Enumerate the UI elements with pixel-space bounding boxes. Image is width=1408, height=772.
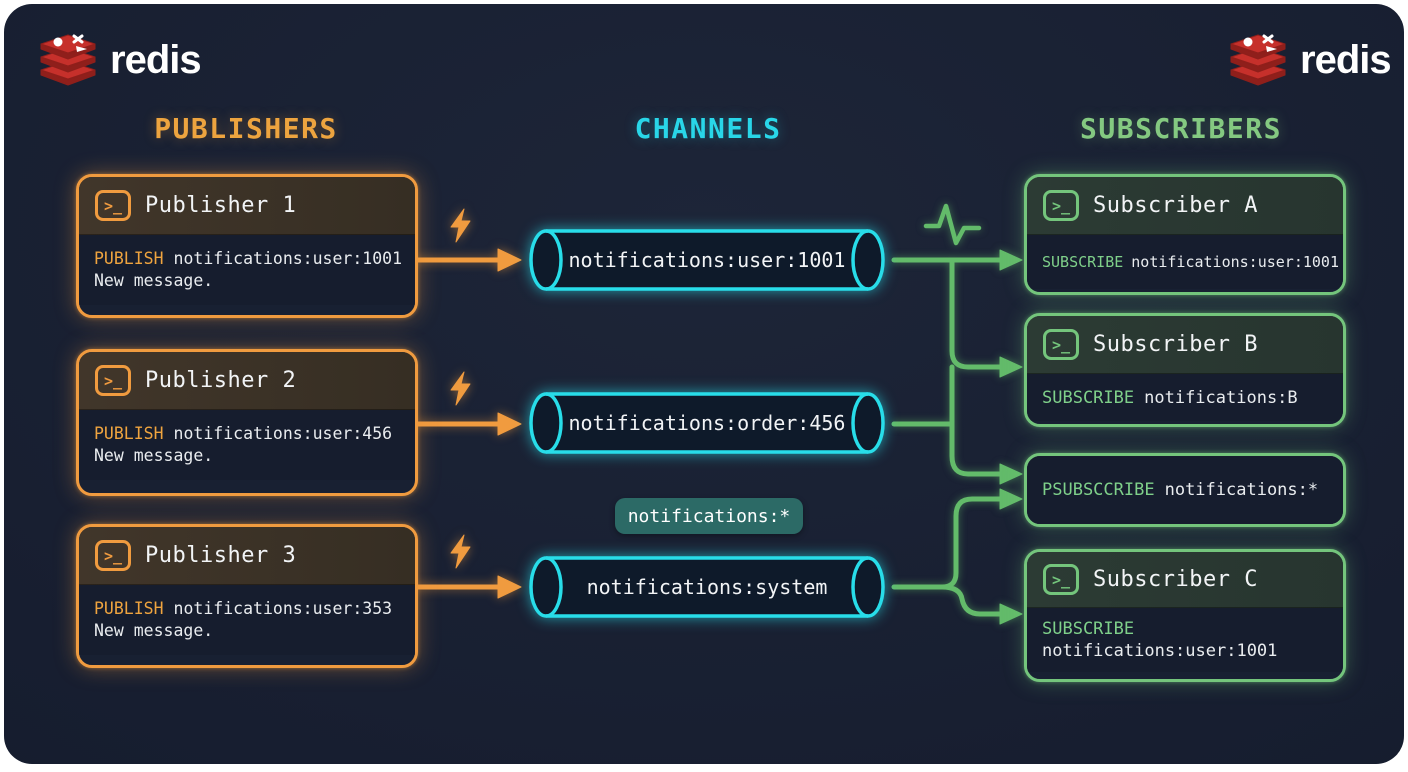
publisher-2-card: >_ Publisher 2 PUBLISH notifications:user… (76, 349, 418, 496)
connector-channels-psubscribe (949, 364, 1003, 477)
subscriber-b-card: >_ Subscriber B SUBSCRIBE notifications:B (1024, 313, 1346, 427)
terminal-icon: >_ (95, 190, 131, 221)
subscriber-a-card: >_ Subscriber A SUBSCRIBE notifications:u… (1024, 174, 1346, 295)
subscriber-a-header: >_ Subscriber A (1027, 177, 1343, 235)
publisher-3-card: >_ Publisher 3 PUBLISH notifications:user… (76, 524, 418, 668)
publish-command-line: PUBLISH notifications:user:456 (94, 423, 400, 445)
publisher-1-card: >_ Publisher 1 PUBLISH notifications:user… (76, 174, 418, 318)
publisher-1-header: >_ Publisher 1 (79, 177, 415, 235)
connector-channel3-psubscribe (891, 496, 1003, 590)
connector-channel3-subscriberC (939, 584, 1003, 617)
terminal-icon: >_ (95, 365, 131, 396)
pattern-badge: notifications:* (615, 498, 803, 534)
lightning-bolt-icon (450, 534, 471, 569)
publishers-header: PUBLISHERS (154, 112, 338, 145)
subscriber-connectors (891, 203, 1023, 625)
channel-system: notifications:system (520, 554, 894, 620)
psubscribe-args: notifications:* (1164, 480, 1319, 500)
channel-1-label: notifications:user:1001 (568, 248, 846, 272)
subscribe-keyword: SUBSCRIBE (1042, 253, 1124, 271)
publish-message: New message. (94, 271, 214, 290)
subscriber-c-title: Subscriber C (1093, 567, 1258, 592)
cylinder-shape (529, 556, 885, 618)
diagram-panel: redis redis (4, 4, 1404, 764)
channels-header: CHANNELS (634, 112, 782, 145)
terminal-icon: >_ (1043, 190, 1079, 221)
subscriber-c-card: >_ Subscriber C SUBSCRIBE notifications:… (1024, 549, 1346, 682)
cylinder-shape (529, 392, 885, 454)
subscriber-b-header: >_ Subscriber B (1027, 316, 1343, 374)
publisher-3-title: Publisher 3 (145, 543, 297, 568)
subscriber-c-header: >_ Subscriber C (1027, 552, 1343, 608)
subscribe-command-line: SUBSCRIBE notifications:B (1042, 387, 1298, 409)
subscriber-b-body: SUBSCRIBE notifications:B (1027, 374, 1343, 421)
subscribe-command-line: SUBSCRIBE notifications:user:1001 (1042, 251, 1339, 273)
redis-logo-icon (40, 34, 96, 86)
terminal-icon: >_ (95, 540, 131, 571)
subscriber-c-body: SUBSCRIBE notifications:user:1001 (1027, 608, 1343, 672)
lightning-bolt-icon (450, 208, 471, 243)
publish-args: notifications:user:353 (173, 599, 393, 618)
publish-message: New message. (94, 446, 214, 465)
terminal-icon: >_ (1043, 564, 1079, 595)
publisher-2-header: >_ Publisher 2 (79, 352, 415, 410)
subscribe-args: notifications:user:1001 (1131, 253, 1339, 271)
publish-args: notifications:user:456 (173, 424, 393, 443)
redis-logo-right: redis (1228, 30, 1392, 90)
subscribe-args: notifications:user:1001 (1042, 641, 1278, 661)
channel-order-456: notifications:order:456 (520, 390, 894, 456)
channel-2-label: notifications:order:456 (568, 411, 846, 435)
subscribe-keyword: SUBSCRIBE (1042, 619, 1135, 639)
publisher-2-title: Publisher 2 (145, 368, 297, 393)
channel-user-1001: notifications:user:1001 (520, 227, 894, 293)
publisher-1-title: Publisher 1 (145, 193, 297, 218)
connector-channel1-subscriberB (949, 257, 1003, 370)
redis-wordmark: redis (1300, 37, 1392, 82)
publisher-3-body: PUBLISH notifications:user:353 New messag… (79, 585, 415, 655)
publisher-arrows (411, 208, 522, 599)
publish-keyword: PUBLISH (94, 424, 164, 443)
subscribers-header: SUBSCRIBERS (1080, 112, 1282, 145)
psubscribe-body: PSUBSCCRIBE notifications:* (1027, 456, 1343, 524)
channel-3-label: notifications:system (586, 575, 828, 599)
publish-command-line: PUBLISH notifications:user:353 (94, 598, 400, 620)
publish-keyword: PUBLISH (94, 599, 164, 618)
publisher-3-header: >_ Publisher 3 (79, 527, 415, 585)
publish-args: notifications:user:1001 (173, 249, 403, 268)
redis-logo-icon (1230, 34, 1286, 86)
subscribe-args: notifications:B (1144, 387, 1298, 408)
lightning-bolt-icon (450, 371, 471, 406)
terminal-icon: >_ (1043, 329, 1079, 360)
psubscribe-command-line: PSUBSCCRIBE notifications:* (1042, 479, 1318, 501)
subscribe-keyword: SUBSCRIBE (1042, 387, 1135, 408)
cylinder-shape (529, 229, 885, 291)
pulse-icon (923, 203, 982, 246)
publish-message: New message. (94, 621, 214, 640)
psubscribe-keyword: PSUBSCCRIBE (1042, 480, 1155, 500)
psubscribe-card: PSUBSCCRIBE notifications:* (1024, 453, 1346, 527)
publisher-1-body: PUBLISH notifications:user:1001 New messa… (79, 235, 415, 305)
publish-keyword: PUBLISH (94, 249, 164, 268)
subscriber-b-title: Subscriber B (1093, 332, 1258, 357)
subscriber-a-body: SUBSCRIBE notifications:user:1001 (1027, 235, 1343, 289)
publish-command-line: PUBLISH notifications:user:1001 (94, 248, 403, 270)
redis-wordmark: redis (110, 37, 202, 82)
publisher-2-body: PUBLISH notifications:user:456 New messag… (79, 410, 415, 480)
subscriber-a-title: Subscriber A (1093, 193, 1258, 218)
redis-logo-left: redis (38, 30, 202, 90)
